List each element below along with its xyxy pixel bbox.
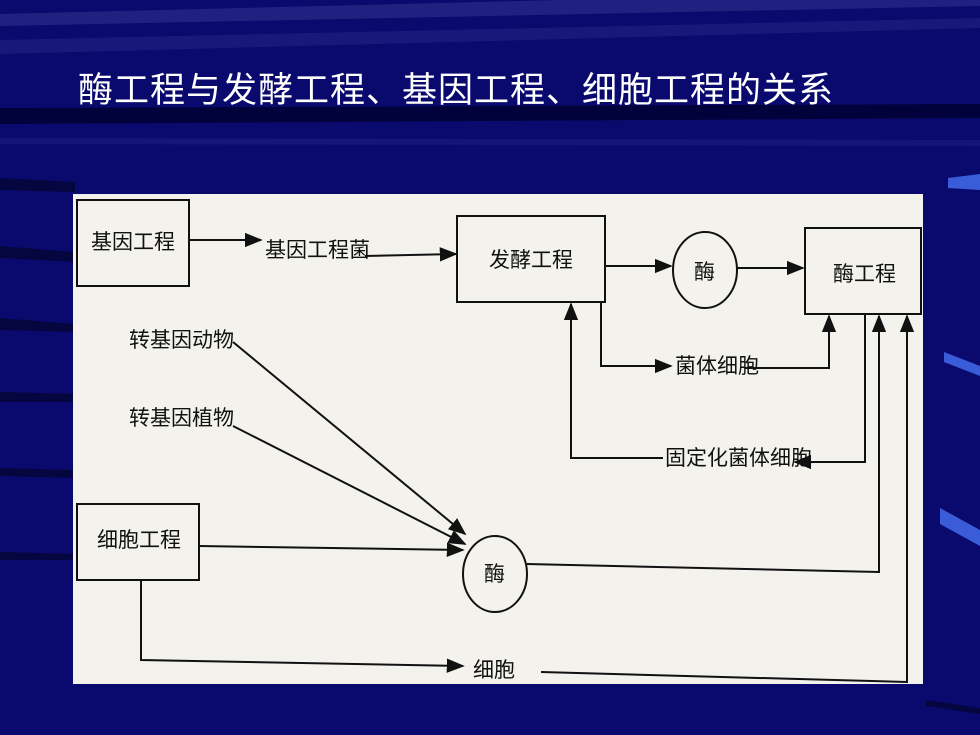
immobilized-bacterial-cell-label: 固定化菌体细胞 <box>665 446 812 470</box>
arrow-animal-to-enzyme <box>232 341 467 536</box>
gene-engineered-bacteria-label: 基因工程菌 <box>265 238 370 262</box>
diagram-connectors <box>76 199 922 684</box>
arrow-immobilized-to-fermentation <box>563 302 663 459</box>
relationship-diagram: 基因工程 基因工程菌 发酵工程 酶 酶工程 转基因动物 转基因植物 菌体细胞 固… <box>73 194 923 684</box>
arrow-cell-to-enzyme-engineering <box>540 314 915 684</box>
enzyme-bottom-circle <box>462 535 528 613</box>
cell-label: 细胞 <box>473 658 515 682</box>
transgenic-animal-label: 转基因动物 <box>129 328 234 352</box>
arrow-bacteria-to-fermentation <box>364 247 458 262</box>
slide-title: 酶工程与发酵工程、基因工程、细胞工程的关系 <box>78 71 835 111</box>
arrow-cell-engineering-to-enzyme <box>198 542 465 557</box>
enzyme-engineering-label: 酶工程 <box>833 262 896 286</box>
arrow-enzyme-to-enzyme-engineering-long <box>526 314 887 574</box>
gene-engineering-label: 基因工程 <box>91 230 175 254</box>
bacterial-cell-label: 菌体细胞 <box>675 354 759 378</box>
enzyme-top-circle <box>672 231 738 309</box>
cell-engineering-box <box>76 503 200 581</box>
enzyme-engineering-box <box>804 227 922 315</box>
arrow-cell-engineering-to-cell <box>140 580 465 673</box>
arrow-enzyme-engineering-to-immobilized <box>793 314 866 470</box>
enzyme-bottom-label: 酶 <box>484 562 505 586</box>
enzyme-top-label: 酶 <box>694 260 715 284</box>
arrow-plant-to-enzyme <box>232 425 467 545</box>
arrow-bacterial-cell-to-enzyme-engineering <box>745 314 837 369</box>
arrow-fermentation-to-bacterial-cell <box>600 302 673 374</box>
gene-engineering-box <box>76 199 190 287</box>
cell-engineering-label: 细胞工程 <box>97 528 181 552</box>
transgenic-plant-label: 转基因植物 <box>129 406 234 430</box>
fermentation-engineering-label: 发酵工程 <box>489 248 573 272</box>
